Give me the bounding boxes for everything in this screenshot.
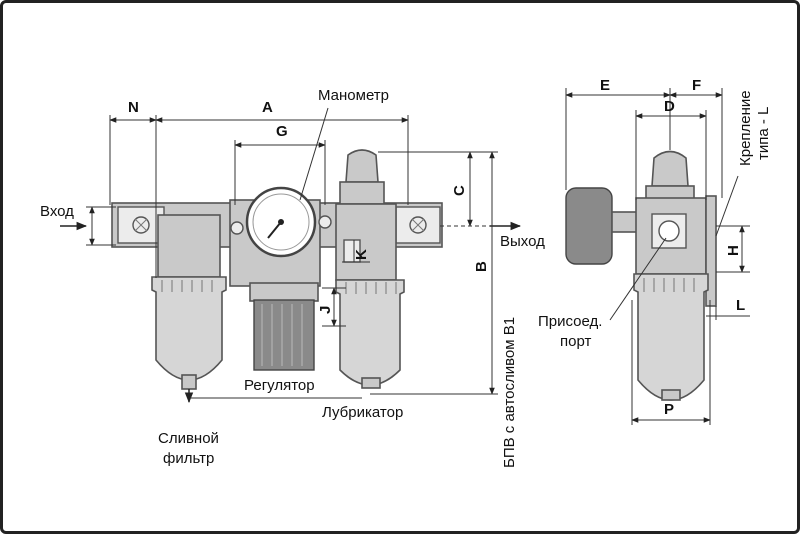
front-dimension-lines [86,107,498,399]
dim-C: C [451,185,468,196]
mounting-bracket [705,195,717,307]
filter-head [157,214,221,278]
lubricator-bowl [335,279,405,386]
dim-P: P [664,401,674,418]
dim-J: J [317,306,334,314]
drain-filter-label-2: фильтр [163,450,214,467]
dim-L: L [736,297,745,314]
mount-type-label-1: Крепление [737,90,754,166]
dim-K: K [353,249,370,260]
dim-N: N [128,99,139,116]
lubricator-label: Лубрикатор [322,404,403,421]
dim-F: F [692,77,701,94]
lubricator-cap [345,149,379,183]
manometer-label: Манометр [318,87,389,104]
connection-port-label-2: порт [560,333,591,350]
side-bowl [633,273,709,401]
connection-port-label-1: Присоед. [538,313,602,330]
drain-filter-label-1: Сливной [158,430,219,447]
inlet-label: Вход [40,203,74,220]
dim-A: A [262,99,273,116]
side-gauge [565,187,613,265]
frl-front-view [111,149,443,404]
side-dimension-lines [565,88,750,425]
filter-bowl [151,276,227,381]
dim-B: B [473,261,490,272]
dim-D: D [664,98,675,115]
side-view [565,150,717,401]
dim-H: H [725,245,742,256]
outlet-label: Выход [500,233,545,250]
mount-type-label-2: типа - L [755,107,772,160]
regulator-label: Регулятор [244,377,315,394]
dim-G: G [276,123,288,140]
regulator-knob [253,299,315,371]
dim-E: E [600,77,610,94]
auto-drain-label: БПВ с автосливом B1 [501,317,518,468]
